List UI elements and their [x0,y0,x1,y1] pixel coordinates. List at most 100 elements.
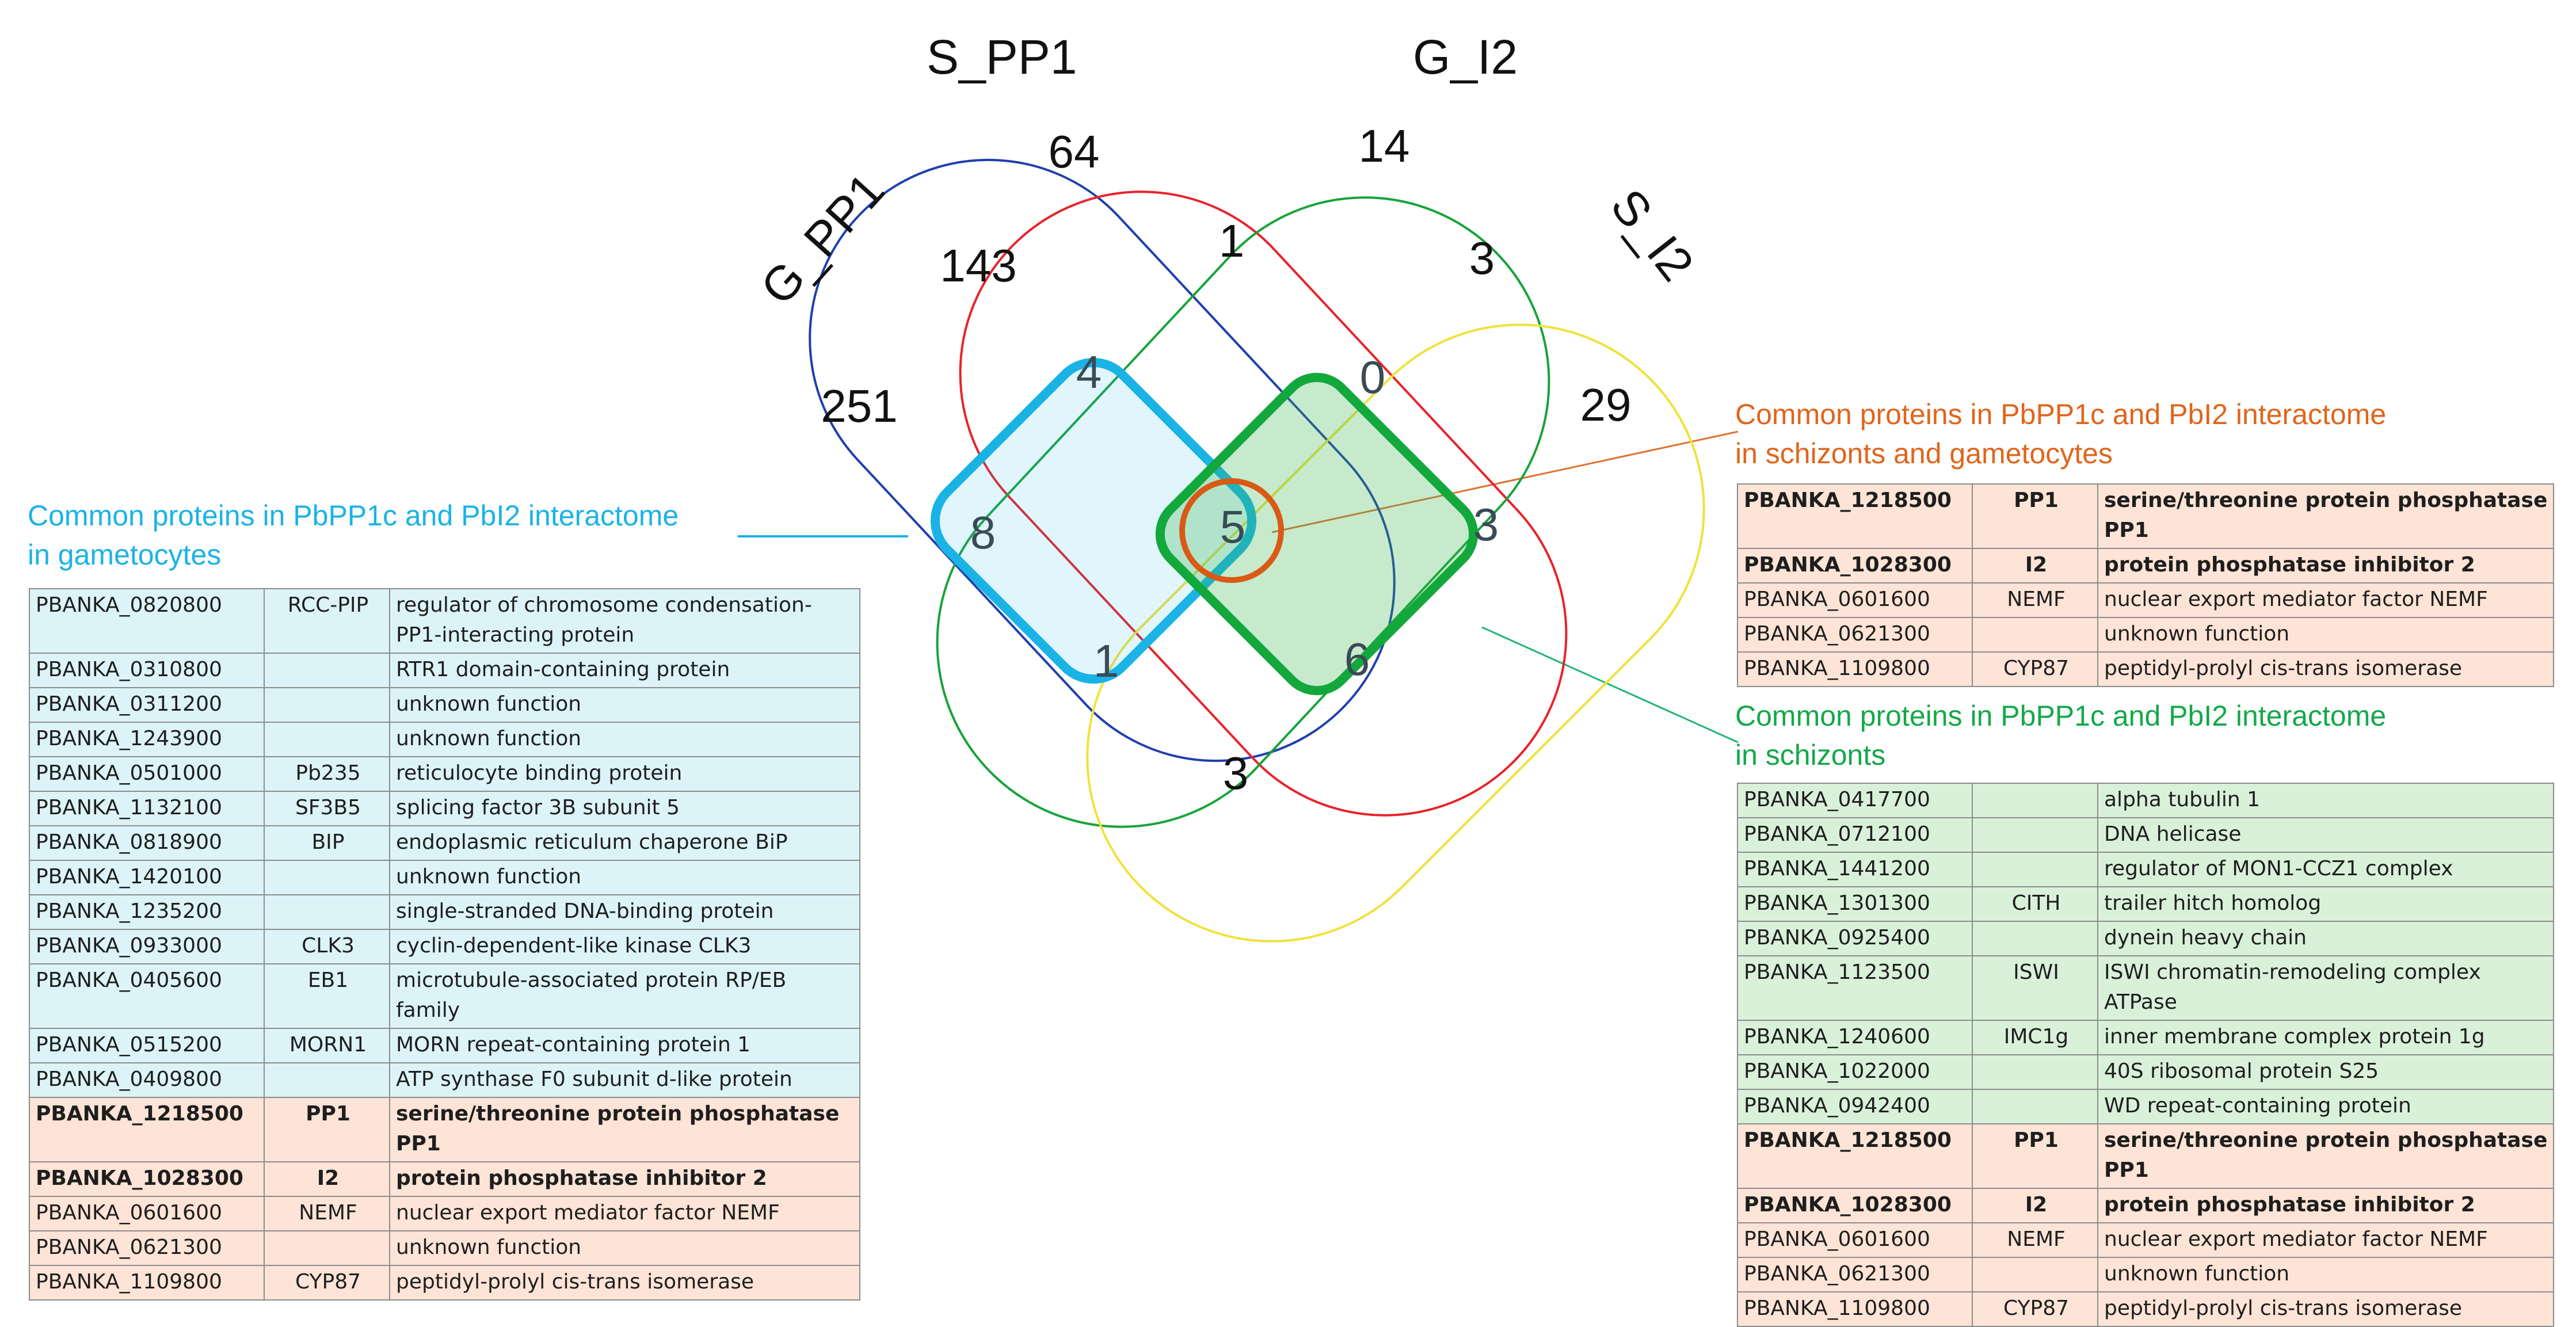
description-cell: single-stranded DNA-binding protein [389,894,860,930]
protein-id-cell: PBANKA_1218500 [1737,1123,1973,1189]
gene-name-cell: NEMF [1972,1222,2098,1258]
table-row: PBANKA_0311200 unknown function [29,687,860,723]
description-cell: ATP synthase F0 subunit d-like protein [389,1062,860,1098]
count-g-pp1-g-i2-s-i2: 1 [1093,635,1119,687]
description-cell: nuclear export mediator factor NEMF [389,1196,860,1231]
count-g-pp1-only: 251 [821,380,897,432]
description-cell: alpha tubulin 1 [2097,783,2554,818]
description-cell: peptidyl-prolyl cis-trans isomerase [2097,1291,2554,1327]
count-g-i2-only: 14 [1359,120,1410,171]
protein-id-cell: PBANKA_0820800 [29,588,265,654]
gene-name-cell: CYP87 [1972,651,2098,687]
both-title-line2: in schizonts and gametocytes [1735,437,2113,470]
schizonts-title-line1: Common proteins in PbPP1c and PbI2 inter… [1735,700,2387,732]
schizonts-title: Common proteins in PbPP1c and PbI2 inter… [1735,696,2386,775]
protein-id-cell: PBANKA_1028300 [1737,1188,1973,1223]
protein-id-cell: PBANKA_1235200 [29,894,265,930]
protein-id-cell: PBANKA_0933000 [29,929,265,964]
description-cell: peptidyl-prolyl cis-trans isomerase [2097,651,2554,687]
gametocytes-title: Common proteins in PbPP1c and PbI2 inter… [28,496,679,574]
gene-name-cell [264,894,390,930]
description-cell: cyclin-dependent-like kinase CLK3 [389,929,860,964]
gene-name-cell [264,860,390,895]
protein-id-cell: PBANKA_0601600 [29,1196,265,1231]
gene-name-cell: CITH [1972,886,2098,922]
gene-name-cell [1972,921,2098,956]
protein-id-cell: PBANKA_0501000 [29,756,265,792]
both-title-line1: Common proteins in PbPP1c and PbI2 inter… [1735,398,2387,430]
gene-name-cell [1972,783,2098,818]
table-row: PBANKA_1235200 single-stranded DNA-bindin… [29,894,860,930]
description-cell: microtubule-associated protein RP/EB fam… [389,963,860,1029]
protein-id-cell: PBANKA_1109800 [1737,651,1973,687]
gene-name-cell [1972,1089,2098,1124]
gene-name-cell: RCC-PIP [264,588,390,654]
protein-id-cell: PBANKA_0405600 [29,963,265,1029]
protein-id-cell: PBANKA_0417700 [1737,783,1973,818]
description-cell: DNA helicase [2097,817,2554,853]
protein-id-cell: PBANKA_1301300 [1737,886,1973,922]
description-cell: unknown function [389,1230,860,1266]
protein-id-cell: PBANKA_0311200 [29,687,265,723]
gametocytes-title-line1: Common proteins in PbPP1c and PbI2 inter… [28,499,679,532]
label-g-pp1: G_PP1 [750,163,895,315]
gene-name-cell [264,687,390,723]
protein-id-cell: PBANKA_0601600 [1737,582,1973,618]
gene-name-cell: PP1 [1972,1123,2098,1189]
leader-line-schizonts [1481,626,1739,743]
description-cell: regulator of chromosome condensation-PP1… [389,588,860,654]
description-cell: splicing factor 3B subunit 5 [389,791,860,826]
description-cell: ISWI chromatin-remodeling complex ATPase [2097,955,2554,1021]
protein-id-cell: PBANKA_0818900 [29,825,265,861]
count-g-pp1-s-pp1: 143 [940,240,1016,291]
label-s-pp1: S_PP1 [927,30,1077,84]
protein-id-cell: PBANKA_1109800 [1737,1291,1973,1327]
description-cell: unknown function [389,687,860,723]
protein-id-cell: PBANKA_0621300 [1737,617,1973,653]
gene-name-cell [264,1230,390,1266]
protein-id-cell: PBANKA_0621300 [29,1230,265,1266]
protein-id-cell: PBANKA_1028300 [29,1161,265,1197]
description-cell: 40S ribosomal protein S25 [2097,1054,2554,1090]
description-cell: unknown function [2097,1257,2554,1292]
gene-name-cell: ISWI [1972,955,2098,1021]
description-cell: RTR1 domain-containing protein [389,653,860,688]
count-all-four: 5 [1220,501,1246,552]
count-s-pp1-g-i2: 1 [1219,215,1245,266]
label-s-i2: S_I2 [1601,179,1704,291]
protein-id-cell: PBANKA_1243900 [29,722,265,757]
gene-name-cell: PP1 [1972,483,2098,549]
description-cell: MORN repeat-containing protein 1 [389,1028,860,1063]
protein-id-cell: PBANKA_0942400 [1737,1089,1973,1124]
gene-name-cell: CYP87 [264,1265,390,1301]
set-s-i2-outline [1086,323,1705,943]
count-s-pp1-s-i2: 6 [1344,634,1370,685]
table-row: PBANKA_0417700 alpha tubulin 1 [1737,783,2554,818]
venn-diagram: S_PP1 G_I2 G_PP1 S_I2 64 14 143 1 3 251 … [738,30,1739,943]
gene-name-cell: BIP [264,825,390,861]
table-row: PBANKA_0621300 unknown function [29,1230,860,1266]
